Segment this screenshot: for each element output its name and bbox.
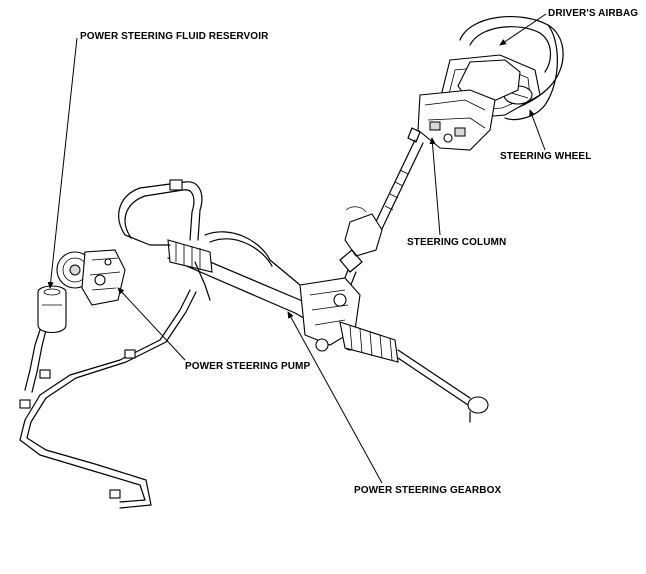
- fluid-reservoir-drawing: [37, 285, 67, 334]
- label-steering-column: STEERING COLUMN: [407, 237, 507, 248]
- leader-steering-pump: [117, 287, 186, 361]
- label-steering-wheel: STEERING WHEEL: [500, 151, 592, 162]
- leader-steering-gearbox: [287, 311, 383, 484]
- label-steering-gearbox: POWER STEERING GEARBOX: [354, 485, 502, 496]
- label-drivers-airbag: DRIVER'S AIRBAG: [548, 8, 639, 19]
- label-steering-pump: POWER STEERING PUMP: [185, 361, 311, 372]
- leader-reservoir: [47, 37, 78, 289]
- steering-column-drawing: [339, 89, 496, 293]
- leader-steering-wheel: [529, 109, 546, 151]
- power-steering-pump-drawing: [56, 249, 126, 306]
- steering-gearbox-drawing: [167, 231, 489, 423]
- leader-airbag: [499, 13, 547, 46]
- leader-steering-column: [429, 137, 441, 236]
- label-fluid-reservoir: POWER STEERING FLUID RESERVOIR: [80, 31, 269, 42]
- power-steering-hoses: [19, 179, 203, 509]
- driver-airbag-drawing: [457, 59, 521, 101]
